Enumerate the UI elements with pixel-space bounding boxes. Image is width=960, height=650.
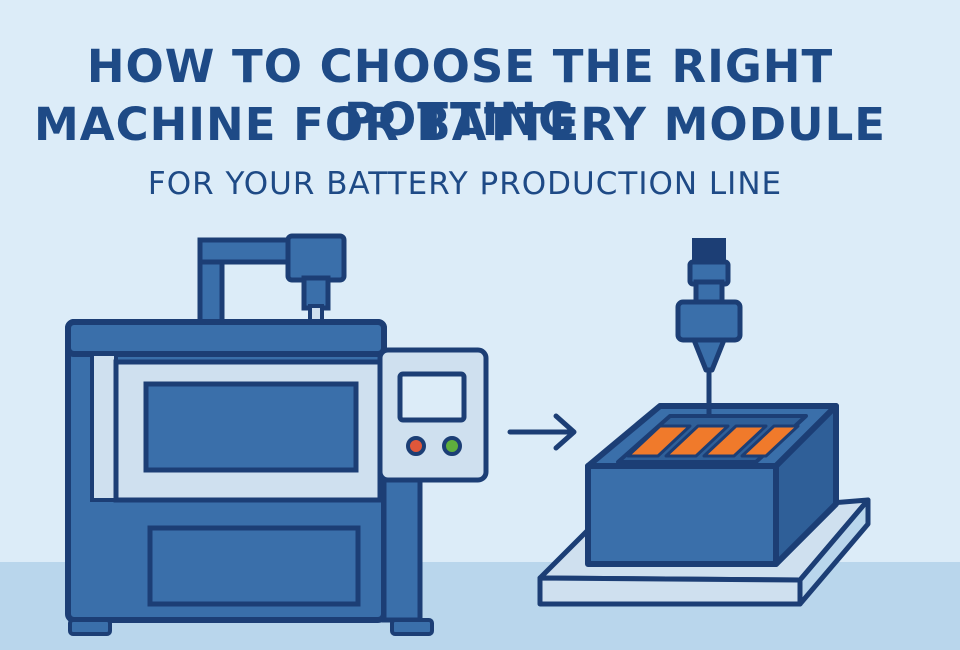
control-panel <box>377 347 489 483</box>
machine-foot-left <box>68 618 112 636</box>
page-subtitle: FOR YOUR BATTERY PRODUCTION LINE <box>147 166 783 202</box>
potting-machine-icon <box>65 233 489 636</box>
arrow-right-icon <box>507 413 577 451</box>
control-screen <box>397 371 467 423</box>
dispensing-nozzle-icon <box>675 238 743 417</box>
battery-module-icon <box>585 403 839 567</box>
red-button <box>406 436 426 456</box>
green-button <box>442 436 462 456</box>
battery-cells <box>626 424 800 458</box>
page-title-line-1: HOW TO CHOOSE THE RIGHT POTTING <box>86 40 834 146</box>
page-title-line-2: MACHINE FOR BATTERY MODULE <box>34 98 886 151</box>
machine-foot-right <box>390 618 434 636</box>
machine-lower-door <box>147 525 361 607</box>
machine-window <box>143 381 359 473</box>
